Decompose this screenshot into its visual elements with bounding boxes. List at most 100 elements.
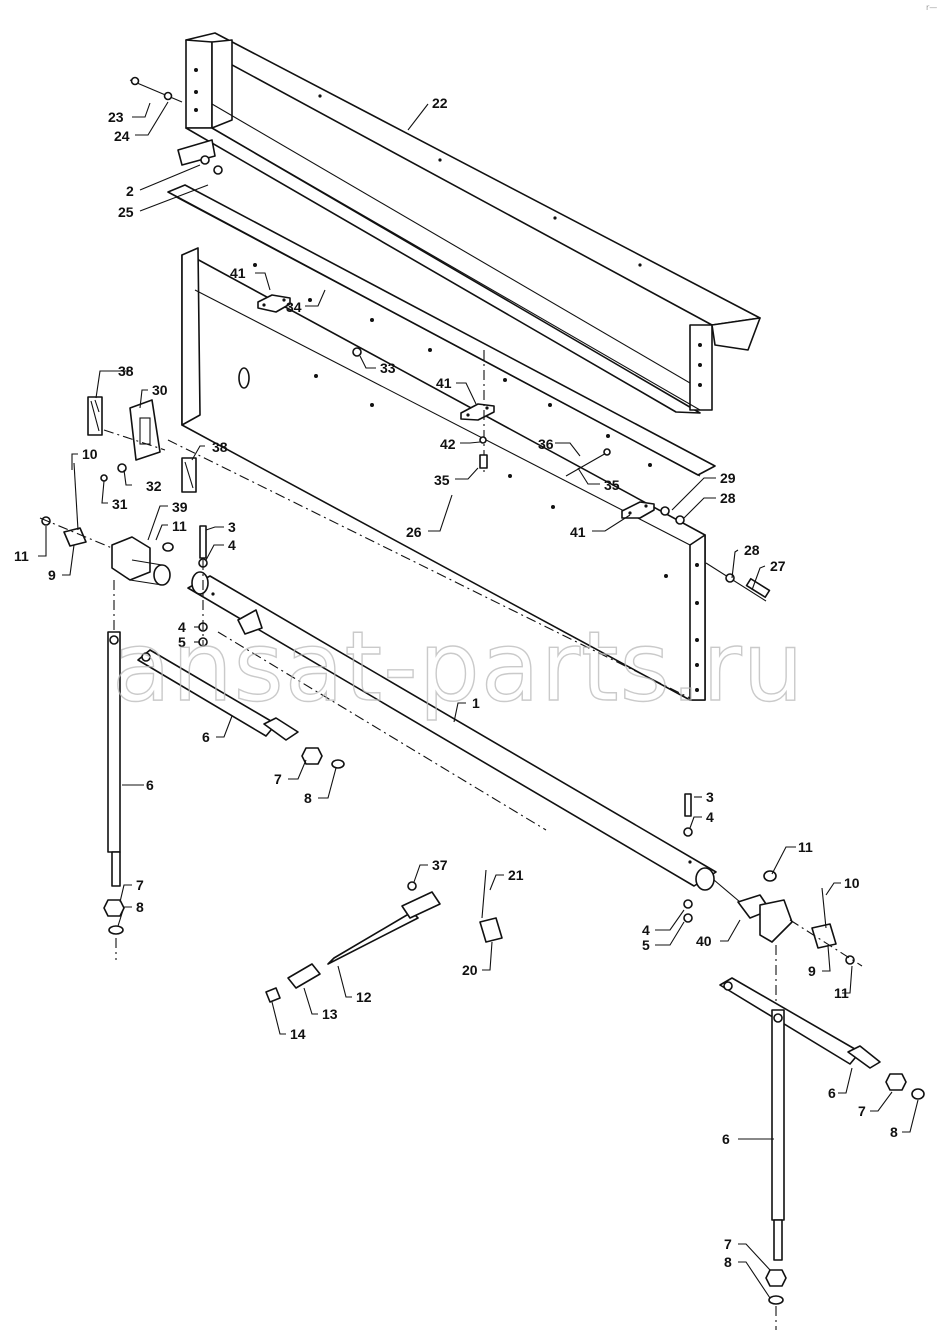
hardware-36-35 xyxy=(565,448,611,477)
top-channel-part-22 xyxy=(185,32,761,414)
callout-42: 42 xyxy=(440,436,456,452)
callout-3: 3 xyxy=(706,789,714,805)
hardware-29-28 xyxy=(660,506,685,525)
bolt-23-and-washer-24 xyxy=(129,76,183,103)
assembly-centerline xyxy=(217,631,547,831)
panel-leader-26 xyxy=(167,439,691,699)
callout-2: 2 xyxy=(126,183,134,199)
vertical-rod-6-left xyxy=(103,580,125,960)
callout-11: 11 xyxy=(798,839,813,855)
callout-6: 6 xyxy=(202,729,210,745)
callout-23: 23 xyxy=(108,109,124,125)
callout-41: 41 xyxy=(230,265,246,281)
callout-13: 13 xyxy=(322,1006,338,1022)
callout-11: 11 xyxy=(14,548,29,564)
callout-4: 4 xyxy=(178,619,186,635)
bracket-41-upper xyxy=(257,294,291,313)
callout-31: 31 xyxy=(112,496,128,512)
callout-41: 41 xyxy=(570,524,586,540)
callout-28: 28 xyxy=(720,490,736,506)
callout-6: 6 xyxy=(722,1131,730,1147)
adjuster-rod-6-right xyxy=(719,977,925,1100)
channel-holes xyxy=(194,68,702,387)
pin-9-bolt-10-washer-11-right xyxy=(789,887,863,967)
callout-20: 20 xyxy=(462,962,478,978)
vertical-rod-6-right xyxy=(765,945,787,1330)
callout-36: 36 xyxy=(538,436,554,452)
callout-8: 8 xyxy=(890,1124,898,1140)
adjuster-rod-6-left xyxy=(137,649,345,769)
bolt-3-washer-4-nut-5-left xyxy=(198,525,208,647)
pin-9-bolt-10-washer-11-left xyxy=(39,462,113,549)
callout-11: 11 xyxy=(834,985,849,1001)
hardware-33 xyxy=(352,347,362,357)
callout-8: 8 xyxy=(136,899,144,915)
callout-26: 26 xyxy=(406,524,422,540)
pin-20-cotter-21 xyxy=(479,869,503,943)
callout-4: 4 xyxy=(228,537,236,553)
callout-9: 9 xyxy=(808,963,816,979)
callout-7: 7 xyxy=(136,877,144,893)
callout-35: 35 xyxy=(604,477,620,493)
callout-27: 27 xyxy=(770,558,786,574)
bolt-27-washer-28 xyxy=(705,562,771,602)
plate-30 xyxy=(129,399,161,461)
callout-30: 30 xyxy=(152,382,168,398)
bolt-3-washer-4-nut-5-right xyxy=(683,793,693,923)
callout-4: 4 xyxy=(642,922,650,938)
callout-14: 14 xyxy=(290,1026,306,1042)
callout-1: 1 xyxy=(472,695,480,711)
panel-holes xyxy=(253,263,699,692)
bracket-41-lower xyxy=(621,501,655,519)
corner-mark: r— xyxy=(926,3,937,12)
callout-34: 34 xyxy=(286,299,302,315)
callout-32: 32 xyxy=(146,478,162,494)
callout-5: 5 xyxy=(178,634,186,650)
callout-10: 10 xyxy=(844,875,860,891)
callout-39: 39 xyxy=(172,499,188,515)
callout-35: 35 xyxy=(434,472,450,488)
callout-9: 9 xyxy=(48,567,56,583)
hardware-42-35 xyxy=(479,350,488,472)
callout-37: 37 xyxy=(432,857,448,873)
callout-8: 8 xyxy=(304,790,312,806)
decal-38-right xyxy=(181,457,197,493)
coupler-13-nut-14 xyxy=(265,963,321,1003)
callout-40: 40 xyxy=(696,933,712,949)
callout-12: 12 xyxy=(356,989,372,1005)
callout-8: 8 xyxy=(724,1254,732,1270)
callout-22: 22 xyxy=(432,95,448,111)
decal-38-left xyxy=(87,396,103,436)
leader-lines xyxy=(38,101,919,1299)
callout-3: 3 xyxy=(228,519,236,535)
callout-38: 38 xyxy=(118,363,134,379)
callout-10: 10 xyxy=(82,446,98,462)
nut-2-and-strip-25 xyxy=(167,139,716,477)
bearing-support-40 xyxy=(713,879,793,943)
back-panel-part-26 xyxy=(181,247,706,701)
bracket-41-middle xyxy=(460,403,495,421)
callout-7: 7 xyxy=(274,771,282,787)
callout-7: 7 xyxy=(724,1236,732,1252)
callout-6: 6 xyxy=(146,777,154,793)
callout-4: 4 xyxy=(706,809,714,825)
watermark: ansat-parts.ru xyxy=(112,611,805,723)
callout-25: 25 xyxy=(118,204,134,220)
callout-38: 38 xyxy=(212,439,228,455)
callout-11: 11 xyxy=(172,518,187,534)
callout-41: 41 xyxy=(436,375,452,391)
washer-11-right-upper xyxy=(763,870,777,882)
callout-29: 29 xyxy=(720,470,736,486)
callout-5: 5 xyxy=(642,937,650,953)
callout-21: 21 xyxy=(508,867,524,883)
callout-labels: 22 23 24 2 25 41 34 33 41 42 35 36 35 29… xyxy=(14,95,898,1270)
callout-28: 28 xyxy=(744,542,760,558)
callout-24: 24 xyxy=(114,128,130,144)
callout-33: 33 xyxy=(380,360,396,376)
callout-7: 7 xyxy=(858,1103,866,1119)
washer-11-left xyxy=(162,542,174,552)
callout-6: 6 xyxy=(828,1085,836,1101)
linkage-rod-12 xyxy=(327,881,441,965)
bearing-support-39 xyxy=(111,536,171,586)
